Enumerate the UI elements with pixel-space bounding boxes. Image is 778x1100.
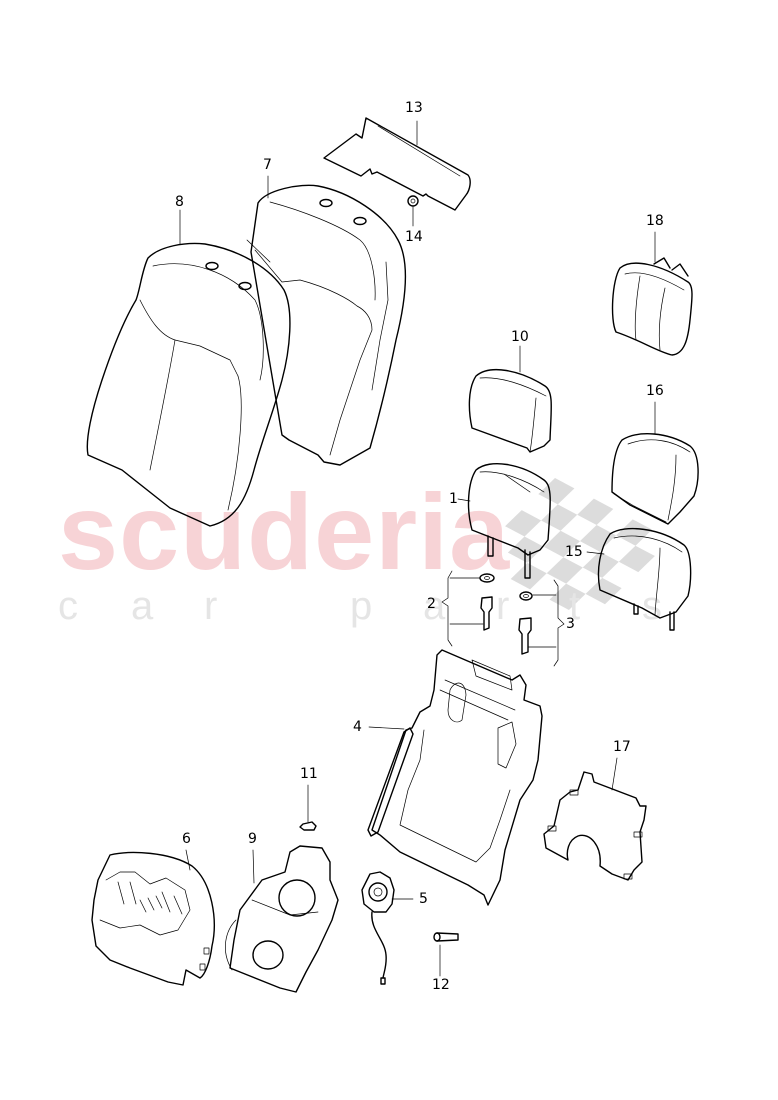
callout-8: 8 (175, 194, 184, 210)
watermark-brand: scuderia (58, 471, 511, 592)
part-2-guide-sleeve-set (441, 570, 495, 647)
part-12-bolt (433, 932, 459, 942)
callout-4: 4 (353, 719, 362, 735)
part-4-backrest-frame (367, 649, 543, 906)
callout-7: 7 (263, 157, 272, 173)
watermark-letter: t (569, 584, 581, 628)
watermark-letter: c (58, 584, 78, 628)
part-14-nut (407, 195, 419, 207)
callout-10: 10 (511, 329, 529, 345)
part-10-head-restraint-cover (468, 369, 552, 453)
callout-12: 12 (432, 977, 450, 993)
callout-18: 18 (646, 213, 664, 229)
part-11-clip (299, 821, 317, 831)
part-17-heating-mat (543, 771, 647, 881)
callout-1: 1 (449, 491, 458, 507)
part-7-backrest-padding (246, 184, 407, 466)
callout-13: 13 (405, 100, 423, 116)
part-6-padding-support (91, 851, 215, 986)
part-15-head-restraint (597, 527, 692, 631)
watermark-letter: a (131, 584, 154, 628)
callout-14: 14 (405, 229, 423, 245)
watermark-letter: r (204, 584, 218, 628)
callout-2: 2 (427, 596, 436, 612)
part-9-backrest-panel (225, 845, 339, 993)
callout-5: 5 (419, 891, 428, 907)
watermark-letter: a (423, 584, 446, 628)
callout-9: 9 (248, 831, 257, 847)
callout-17: 17 (613, 739, 631, 755)
part-18-head-restraint (611, 257, 693, 356)
part-13-trim-panel (323, 117, 471, 211)
part-3-guide-sleeve-set (518, 579, 565, 667)
watermark-letter: r (496, 584, 510, 628)
callout-11: 11 (300, 766, 318, 782)
callout-16: 16 (646, 383, 664, 399)
watermark-letter: p (350, 584, 373, 628)
part-8-backrest-cover (86, 242, 291, 527)
callout-15: 15 (565, 544, 583, 560)
leader-lines (179, 120, 656, 977)
part-1-head-restraint (467, 463, 551, 579)
part-16-head-restraint (611, 433, 699, 525)
callout-6: 6 (182, 831, 191, 847)
callout-3: 3 (566, 616, 575, 632)
part-5-loudspeaker (361, 871, 395, 985)
